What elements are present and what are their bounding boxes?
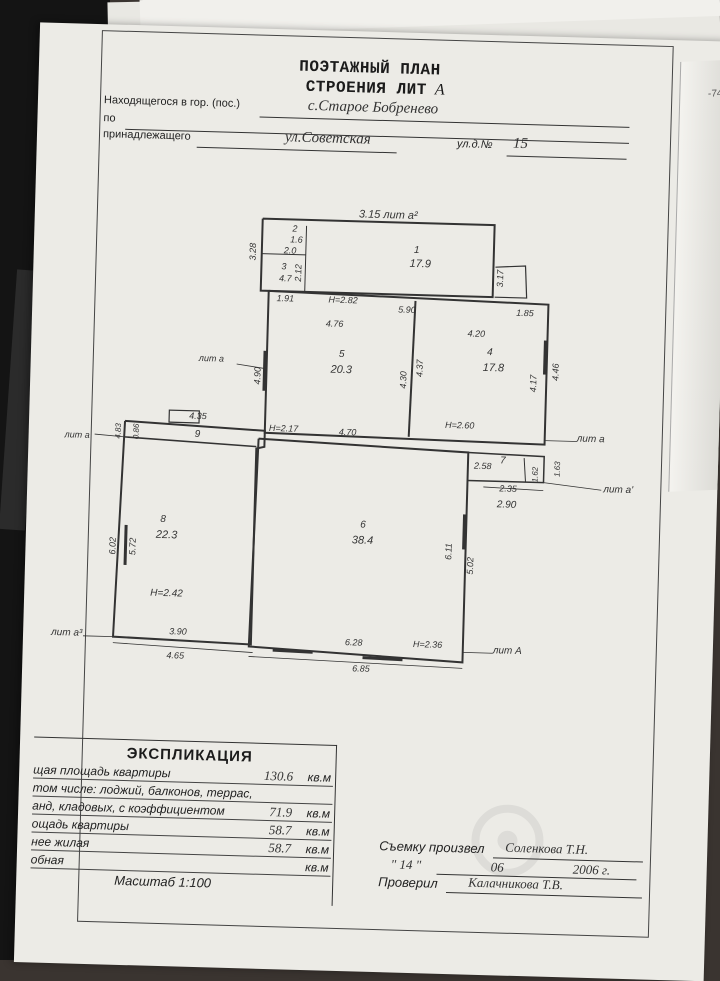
annex-top-wall: [259, 217, 496, 299]
room-7-inner: [523, 458, 526, 483]
checked-value: Калачникова Т.В.: [468, 874, 564, 893]
date-month: 06: [490, 859, 504, 875]
room-6-area: 38.4: [352, 534, 374, 547]
dim-0-86: 0.86: [132, 423, 141, 439]
scale-label: Масштаб 1:100: [113, 872, 212, 891]
ex-unit: кв.м: [305, 842, 330, 857]
dim-1-62: 1.62: [530, 466, 539, 482]
dim-1-85: 1.85: [516, 308, 535, 319]
dim-2-58: 2.58: [473, 461, 492, 472]
dim-h236: H=2.36: [413, 639, 443, 650]
room-4-area: 17.8: [482, 362, 505, 375]
dim-2-12: 2.12: [293, 264, 304, 283]
label-lit-a-left: лит а: [198, 353, 224, 364]
dim-4-90: 4.90: [252, 367, 262, 385]
ex-value: 58.7: [268, 822, 292, 838]
annex-label: 3.15 лит а²: [359, 208, 418, 222]
room-8-area: 22.3: [155, 529, 179, 542]
room-3-num: 3: [281, 261, 286, 271]
label-lit-a3: лит а³: [50, 627, 83, 639]
ex-label: обная: [30, 852, 65, 868]
room-7-num: 7: [500, 455, 506, 466]
room-4-num: 4: [487, 347, 493, 358]
dim-1-63: 1.63: [553, 461, 562, 477]
survey-label: Съемку произвел: [379, 838, 485, 857]
wall-9-8: [124, 436, 257, 448]
dim-h242: H=2.42: [150, 588, 183, 600]
dim-6-85: 6.85: [352, 663, 371, 674]
room-6-wall: [247, 437, 470, 664]
dim-4-37: 4.37: [414, 358, 425, 377]
inner-wall-2: [261, 253, 306, 256]
dim-4-83: 4.83: [114, 422, 123, 438]
chimney: [168, 409, 200, 424]
room-1-num: 1: [414, 245, 420, 256]
left-block-wall: [111, 419, 266, 646]
dim-3-90: 3.90: [169, 626, 187, 636]
label-lit-a-left-mid: лит а: [64, 429, 90, 440]
dim-2-90: 2.90: [496, 499, 517, 511]
ex-label: нее жилая: [31, 834, 90, 851]
ex-label: ощадь квартиры: [31, 816, 130, 834]
dim-4-30: 4.30: [398, 371, 408, 389]
room-7-wall: [467, 451, 545, 484]
floor-plan-drawing: 1 17.9 2 1.6 3 4.7 4 17.8 5 20.3 6 38.4 …: [50, 208, 634, 674]
ex-unit: кв.м: [304, 860, 329, 875]
label-lit-a-right: лит а: [576, 433, 606, 445]
dim-4-20: 4.20: [467, 328, 485, 338]
dim-line-bottom-right: [248, 656, 463, 669]
checked-label: Проверил: [378, 874, 438, 891]
wall-5-4: [407, 300, 417, 437]
room-8-num: 8: [160, 514, 166, 525]
dim-5-90: 5.90: [398, 304, 416, 314]
dim-h282: H=2.82: [328, 295, 358, 306]
ex-value: 130.6: [263, 767, 294, 784]
date-day: " 14 ": [390, 856, 422, 873]
dim-h260: H=2.60: [445, 420, 475, 431]
dim-4-70: 4.70: [339, 427, 357, 437]
dim-4-65: 4.65: [166, 650, 185, 661]
ex-value: 71.9: [269, 804, 293, 820]
room-5-area: 20.3: [329, 364, 353, 377]
dim-5-02: 5.02: [465, 557, 475, 575]
room-1-area: 17.9: [409, 258, 431, 271]
ex-unit: кв.м: [306, 806, 331, 821]
dim-3-28: 3.28: [248, 243, 258, 261]
dim-h217: H=2.17: [269, 423, 300, 434]
dim-6-28: 6.28: [345, 637, 363, 647]
dim-line-bottom-left: [112, 642, 253, 653]
dim-4-76: 4.76: [326, 318, 344, 328]
dim-2-0: 2.0: [283, 245, 297, 255]
stairs: [494, 265, 528, 299]
room-9-num: 9: [195, 429, 201, 440]
dim-2-35: 2.35: [498, 483, 518, 494]
inner-wall-1: [304, 225, 308, 292]
room-2-num: 2: [291, 223, 297, 233]
dim-4-17: 4.17: [528, 374, 539, 393]
room-2-area: 1.6: [290, 234, 303, 244]
dim-6-11: 6.11: [443, 543, 453, 560]
dim-1-91: 1.91: [276, 293, 294, 303]
ex-unit: кв.м: [305, 824, 330, 839]
dim-3-17: 3.17: [495, 269, 506, 288]
dim-4-46: 4.46: [550, 363, 560, 381]
ex-value: 58.7: [268, 840, 292, 856]
label-lit-a1-right: лит а': [602, 484, 634, 496]
room-6-num: 6: [360, 520, 366, 531]
watermark-logo: [471, 804, 544, 877]
room-5-num: 5: [339, 349, 345, 360]
dim-5-72: 5.72: [127, 537, 137, 555]
ex-unit: кв.м: [307, 770, 332, 785]
dim-6-02: 6.02: [107, 537, 117, 555]
room-3-area: 4.7: [279, 273, 293, 283]
date-year: 2006 г.: [572, 861, 611, 878]
middle-rooms-wall: [263, 289, 550, 446]
dim-line-room7: [483, 486, 544, 491]
label-lit-A-bottom: лит А: [492, 645, 523, 657]
ex-label: щая площадь квартиры: [33, 762, 171, 781]
dim-4-35: 4.35: [189, 411, 208, 422]
survey-value: Соленкова Т.Н.: [505, 839, 589, 857]
